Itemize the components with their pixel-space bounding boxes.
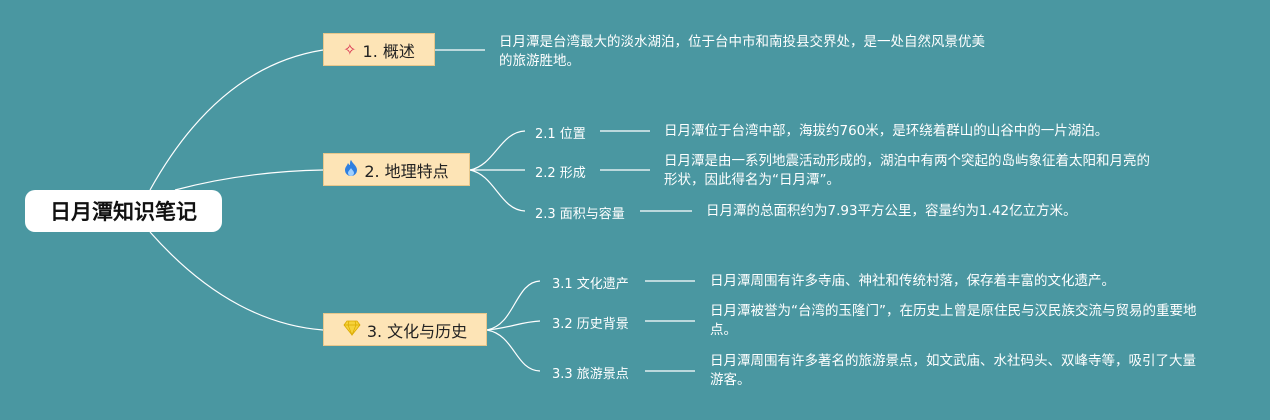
root-node[interactable]: 日月潭知识笔记 bbox=[25, 190, 222, 232]
branch-label: 3. 文化与历史 bbox=[366, 321, 468, 341]
sub-node-location[interactable]: 2.1 位置 bbox=[535, 127, 586, 142]
branch-label: 1. 概述 bbox=[362, 41, 415, 61]
link-branch-3-sub-1 bbox=[486, 280, 541, 331]
sub-node-cultural-heritage[interactable]: 3.1 文化遗产 bbox=[552, 277, 629, 292]
fire-icon-graphic bbox=[345, 159, 358, 176]
gem-icon bbox=[343, 320, 361, 340]
link-root-branch-3 bbox=[149, 231, 324, 331]
link-branch-2-sub-1 bbox=[469, 130, 526, 171]
tourist-attractions-description: 日月潭周围有许多著名的旅游景点，如文武庙、水社码头、双峰寺等，吸引了大量游客。 bbox=[710, 353, 1196, 388]
branch-node-overview[interactable]: ✧ 1. 概述 bbox=[323, 33, 435, 66]
link-branch-3-sub-2 bbox=[486, 320, 541, 331]
fire-icon bbox=[344, 159, 358, 181]
branch-label: 2. 地理特点 bbox=[364, 161, 449, 181]
link-root-branch-1 bbox=[149, 49, 324, 191]
area-capacity-description: 日月潭的总面积约为7.93平方公里，容量约为1.42亿立方米。 bbox=[706, 203, 1077, 219]
overview-description: 日月潭是台湾最大的淡水湖泊，位于台中市和南投县交界处，是一处自然风景优美的旅游胜… bbox=[499, 34, 985, 69]
sub-node-formation[interactable]: 2.2 形成 bbox=[535, 166, 586, 181]
link-branch-2-sub-3 bbox=[469, 169, 526, 212]
sub-node-area-capacity[interactable]: 2.3 面积与容量 bbox=[535, 207, 625, 222]
sub-node-historical-background[interactable]: 3.2 历史背景 bbox=[552, 317, 629, 332]
gem-icon-graphic bbox=[343, 320, 361, 336]
location-description: 日月潭位于台湾中部，海拔约760米，是环绕着群山的山谷中的一片湖泊。 bbox=[664, 123, 1109, 139]
sub-node-tourist-attractions[interactable]: 3.3 旅游景点 bbox=[552, 367, 629, 382]
branch-node-geography[interactable]: 2. 地理特点 bbox=[323, 153, 470, 186]
branch-node-culture-history[interactable]: 3. 文化与历史 bbox=[323, 313, 487, 346]
historical-background-description: 日月潭被誉为“台湾的玉隆门”，在历史上曾是原住民与汉民族交流与贸易的重要地点。 bbox=[710, 303, 1197, 338]
cultural-heritage-description: 日月潭周围有许多寺庙、神社和传统村落，保存着丰富的文化遗产。 bbox=[710, 273, 1115, 289]
link-root-branch-2 bbox=[174, 169, 324, 191]
formation-description: 日月潭是由一系列地震活动形成的，湖泊中有两个突起的岛屿象征着太阳和月亮的形状，因… bbox=[664, 153, 1150, 188]
link-branch-3-sub-3 bbox=[486, 329, 541, 372]
party-popper-icon: ✧ bbox=[343, 40, 357, 59]
